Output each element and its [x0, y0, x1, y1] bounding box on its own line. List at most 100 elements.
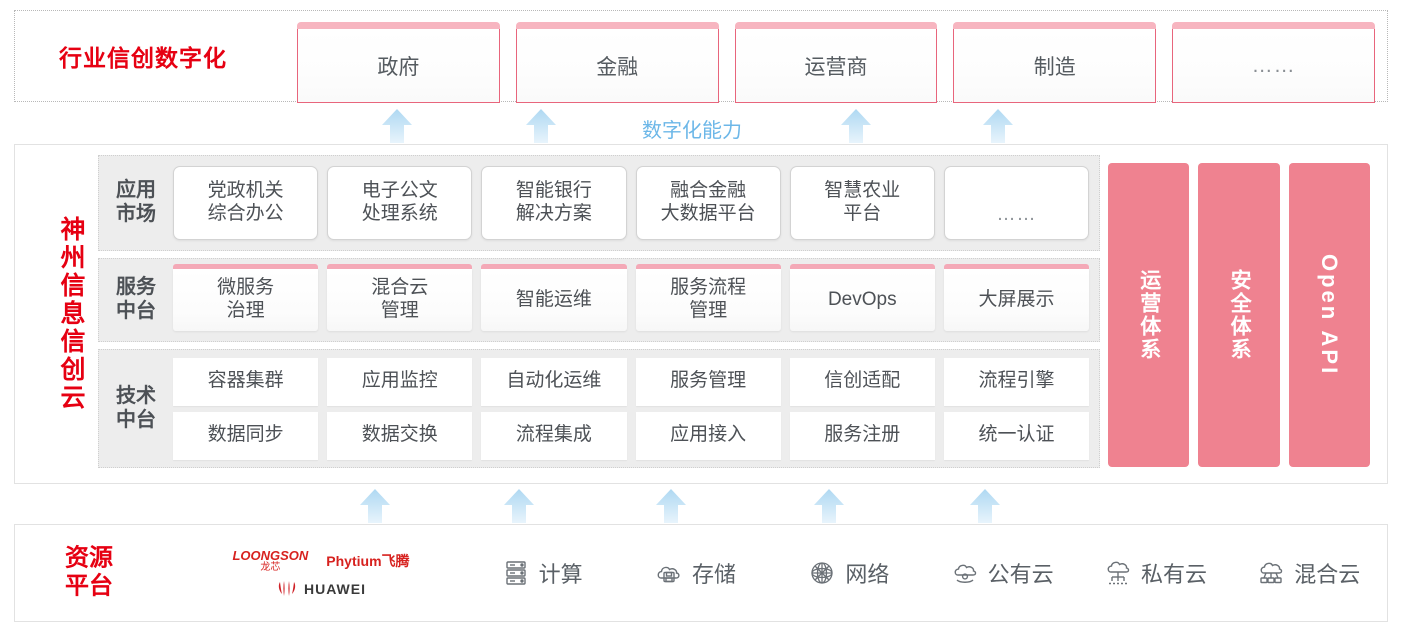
tier-label-line: 中台	[116, 300, 156, 322]
cell-line: 融合金融	[670, 180, 747, 202]
service-cell-hybrid-cloud-mgmt[interactable]: 混合云管理	[327, 264, 473, 331]
app-cell-smart-bank[interactable]: 智能银行解决方案	[481, 166, 627, 240]
pillar-label: Open API	[1317, 253, 1343, 377]
cell-line: 智能银行	[515, 180, 592, 202]
service-cell-devops[interactable]: DevOps	[789, 264, 936, 331]
tier-label-application-market: 应用 市场	[99, 179, 173, 226]
cell-line: 智慧农业	[824, 180, 901, 202]
tier-label-line: 技术	[116, 384, 156, 407]
technical-row-1: 容器集群 应用监控 自动化运维 服务管理 信创适配 流程引擎	[173, 357, 1090, 406]
cloud-title-char: 信	[60, 328, 86, 356]
cell-line: 服务管理	[670, 370, 747, 392]
app-cell-finance-bigdata[interactable]: 融合金融大数据平台	[635, 166, 781, 240]
resource-item-label: 私有云	[1140, 562, 1207, 587]
industry-box-label: 运营商	[804, 55, 868, 79]
resource-item-storage[interactable]: 存储	[618, 557, 771, 589]
cell-line: 流程集成	[515, 424, 592, 446]
cloud-platform-container: 神 州 信 息 信 创 云 应用 市场 党政机关综合办公 电子公文处理系统 智能…	[14, 144, 1388, 484]
technical-row-2: 数据同步 数据交换 流程集成 应用接入 服务注册 统一认证	[173, 411, 1090, 460]
cell-line: 平台	[843, 203, 882, 224]
cell-line: 数据交换	[361, 424, 438, 446]
industry-box-manufacturing[interactable]: 制造	[953, 22, 1157, 103]
tech-cell-data-sync[interactable]: 数据同步	[173, 411, 319, 460]
tier-label-line: 市场	[116, 203, 156, 225]
huawei-logo: HUAWEI	[276, 581, 366, 597]
pillar-open-api[interactable]: Open API	[1288, 163, 1370, 467]
vendor-logo-group: LOONGSON 龙芯 Phytium飞腾 HUAWEI	[201, 549, 441, 597]
resource-item-label: 存储	[691, 562, 736, 587]
tier-application-market: 应用 市场 党政机关综合办公 电子公文处理系统 智能银行解决方案 融合金融大数据…	[98, 155, 1100, 251]
app-cell-more[interactable]: ……	[943, 166, 1090, 240]
cell-line: 综合办公	[207, 203, 284, 224]
cell-line: 服务注册	[824, 424, 901, 446]
tech-cell-app-monitoring[interactable]: 应用监控	[327, 357, 473, 406]
tech-cell-app-access[interactable]: 应用接入	[635, 411, 781, 460]
cell-line: 服务流程	[670, 277, 747, 299]
service-cell-microservice-governance[interactable]: 微服务治理	[173, 264, 319, 331]
service-cell-dashboard[interactable]: 大屏展示	[943, 264, 1090, 331]
resource-title-line: 资源	[65, 544, 113, 572]
cell-line: 处理系统	[361, 203, 438, 224]
industry-box-finance[interactable]: 金融	[515, 22, 719, 103]
service-cell-smart-ops[interactable]: 智能运维	[481, 264, 627, 331]
industry-box-government[interactable]: 政府	[297, 22, 500, 103]
tech-cell-service-mgmt[interactable]: 服务管理	[635, 357, 781, 406]
pillar-operation-system[interactable]: 运营体系	[1108, 163, 1190, 467]
resource-item-hybrid-cloud[interactable]: 混合云	[1232, 557, 1385, 589]
resource-item-network[interactable]: 网络	[772, 557, 925, 589]
resource-item-public-cloud[interactable]: 公有云	[925, 557, 1078, 589]
tier-label-line: 服务	[116, 276, 156, 299]
industry-box-label: 金融	[596, 55, 639, 79]
pillar-label: 安全体系	[1228, 269, 1252, 361]
tech-cell-xinchuang-adaptation[interactable]: 信创适配	[789, 357, 935, 406]
app-cell-edoc-system[interactable]: 电子公文处理系统	[327, 166, 473, 240]
tech-cell-service-registry[interactable]: 服务注册	[789, 411, 935, 460]
up-arrow-icon	[374, 108, 420, 144]
app-cell-smart-agriculture[interactable]: 智慧农业平台	[789, 166, 935, 240]
cell-line: 管理	[689, 300, 728, 321]
cloud-title-char: 息	[60, 300, 86, 328]
server-icon	[501, 558, 531, 588]
up-arrow-icon	[806, 488, 852, 524]
tech-cell-automated-ops[interactable]: 自动化运维	[481, 357, 627, 406]
public-cloud-icon	[950, 558, 980, 588]
tech-cell-process-engine[interactable]: 流程引擎	[943, 357, 1090, 406]
service-platform-grid: 微服务治理 混合云管理 智能运维 服务流程管理 DevOps 大屏展示	[173, 264, 1091, 331]
industry-band-title: 行业信创数字化	[59, 45, 227, 71]
resource-item-private-cloud[interactable]: 私有云	[1078, 557, 1231, 589]
cell-line: 大数据平台	[660, 203, 756, 224]
industry-box-more[interactable]: ……	[1172, 22, 1375, 103]
cell-line: 自动化运维	[506, 370, 602, 392]
service-cell-service-process-mgmt[interactable]: 服务流程管理	[635, 264, 781, 331]
up-arrow-icon	[518, 108, 564, 144]
cloud-storage-icon	[654, 558, 684, 588]
tech-cell-unified-auth[interactable]: 统一认证	[943, 411, 1090, 460]
private-cloud-icon	[1103, 558, 1133, 588]
app-cell-gov-office[interactable]: 党政机关综合办公	[173, 166, 319, 240]
cell-line: 党政机关	[207, 180, 284, 202]
tech-cell-data-exchange[interactable]: 数据交换	[327, 411, 473, 460]
tier-label-line: 中台	[116, 408, 156, 431]
cell-line: 容器集群	[207, 370, 284, 392]
pillar-group: 运营体系 安全体系 Open API	[1108, 163, 1370, 467]
up-arrow-icon	[975, 108, 1021, 144]
cell-line: 混合云	[371, 277, 429, 299]
cell-line: 流程引擎	[978, 370, 1055, 392]
tier-label-technical-platform: 技术 中台	[99, 385, 173, 432]
resource-item-compute[interactable]: 计算	[465, 557, 618, 589]
tech-cell-process-integration[interactable]: 流程集成	[481, 411, 627, 460]
up-arrow-icon	[496, 488, 542, 524]
pillar-security-system[interactable]: 安全体系	[1198, 163, 1280, 467]
cell-line: 统一认证	[978, 424, 1055, 446]
tech-cell-container-cluster[interactable]: 容器集群	[173, 357, 319, 406]
cell-line: 治理	[226, 300, 265, 321]
resource-item-label: 计算	[538, 562, 583, 587]
industry-box-label: ……	[1251, 53, 1296, 77]
hybrid-cloud-icon	[1256, 558, 1286, 588]
tier-stack: 应用 市场 党政机关综合办公 电子公文处理系统 智能银行解决方案 融合金融大数据…	[98, 155, 1100, 475]
cell-line: 微服务	[217, 277, 275, 299]
industry-box-telecom[interactable]: 运营商	[734, 22, 938, 103]
cell-line: 电子公文	[361, 180, 438, 202]
resource-item-label: 混合云	[1294, 562, 1361, 587]
resource-platform-title: 资源 平台	[57, 545, 121, 602]
